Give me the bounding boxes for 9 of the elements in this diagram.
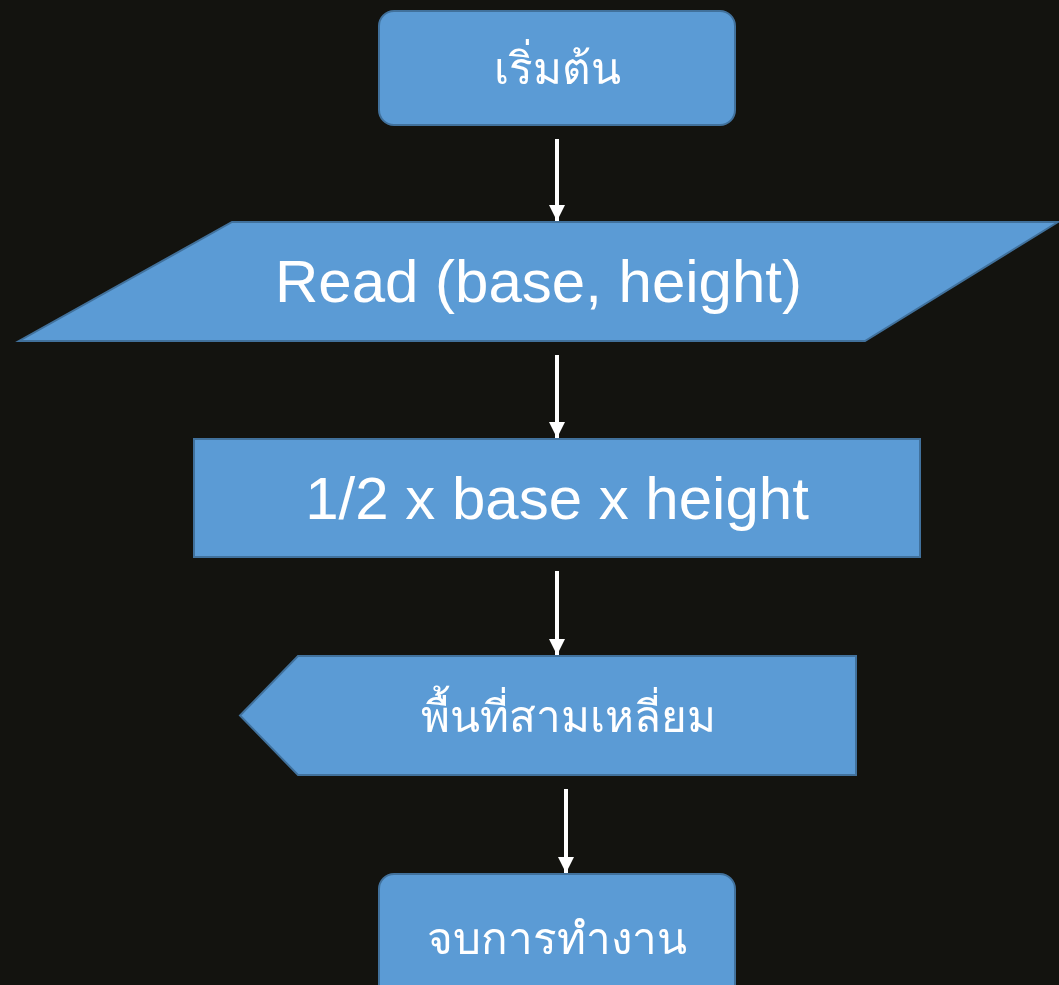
end-terminal: จบการทำงาน: [378, 873, 736, 985]
arrow: [558, 789, 574, 873]
arrow: [549, 139, 565, 221]
display-shape: พื้นที่สามเหลี่ยม: [239, 655, 857, 776]
process-box: 1/2 x base x height: [193, 438, 921, 558]
arrow: [549, 571, 565, 655]
input-parallelogram: Read (base, height): [18, 221, 1059, 342]
arrow: [549, 355, 565, 438]
start-terminal: เริ่มต้น: [378, 10, 736, 126]
